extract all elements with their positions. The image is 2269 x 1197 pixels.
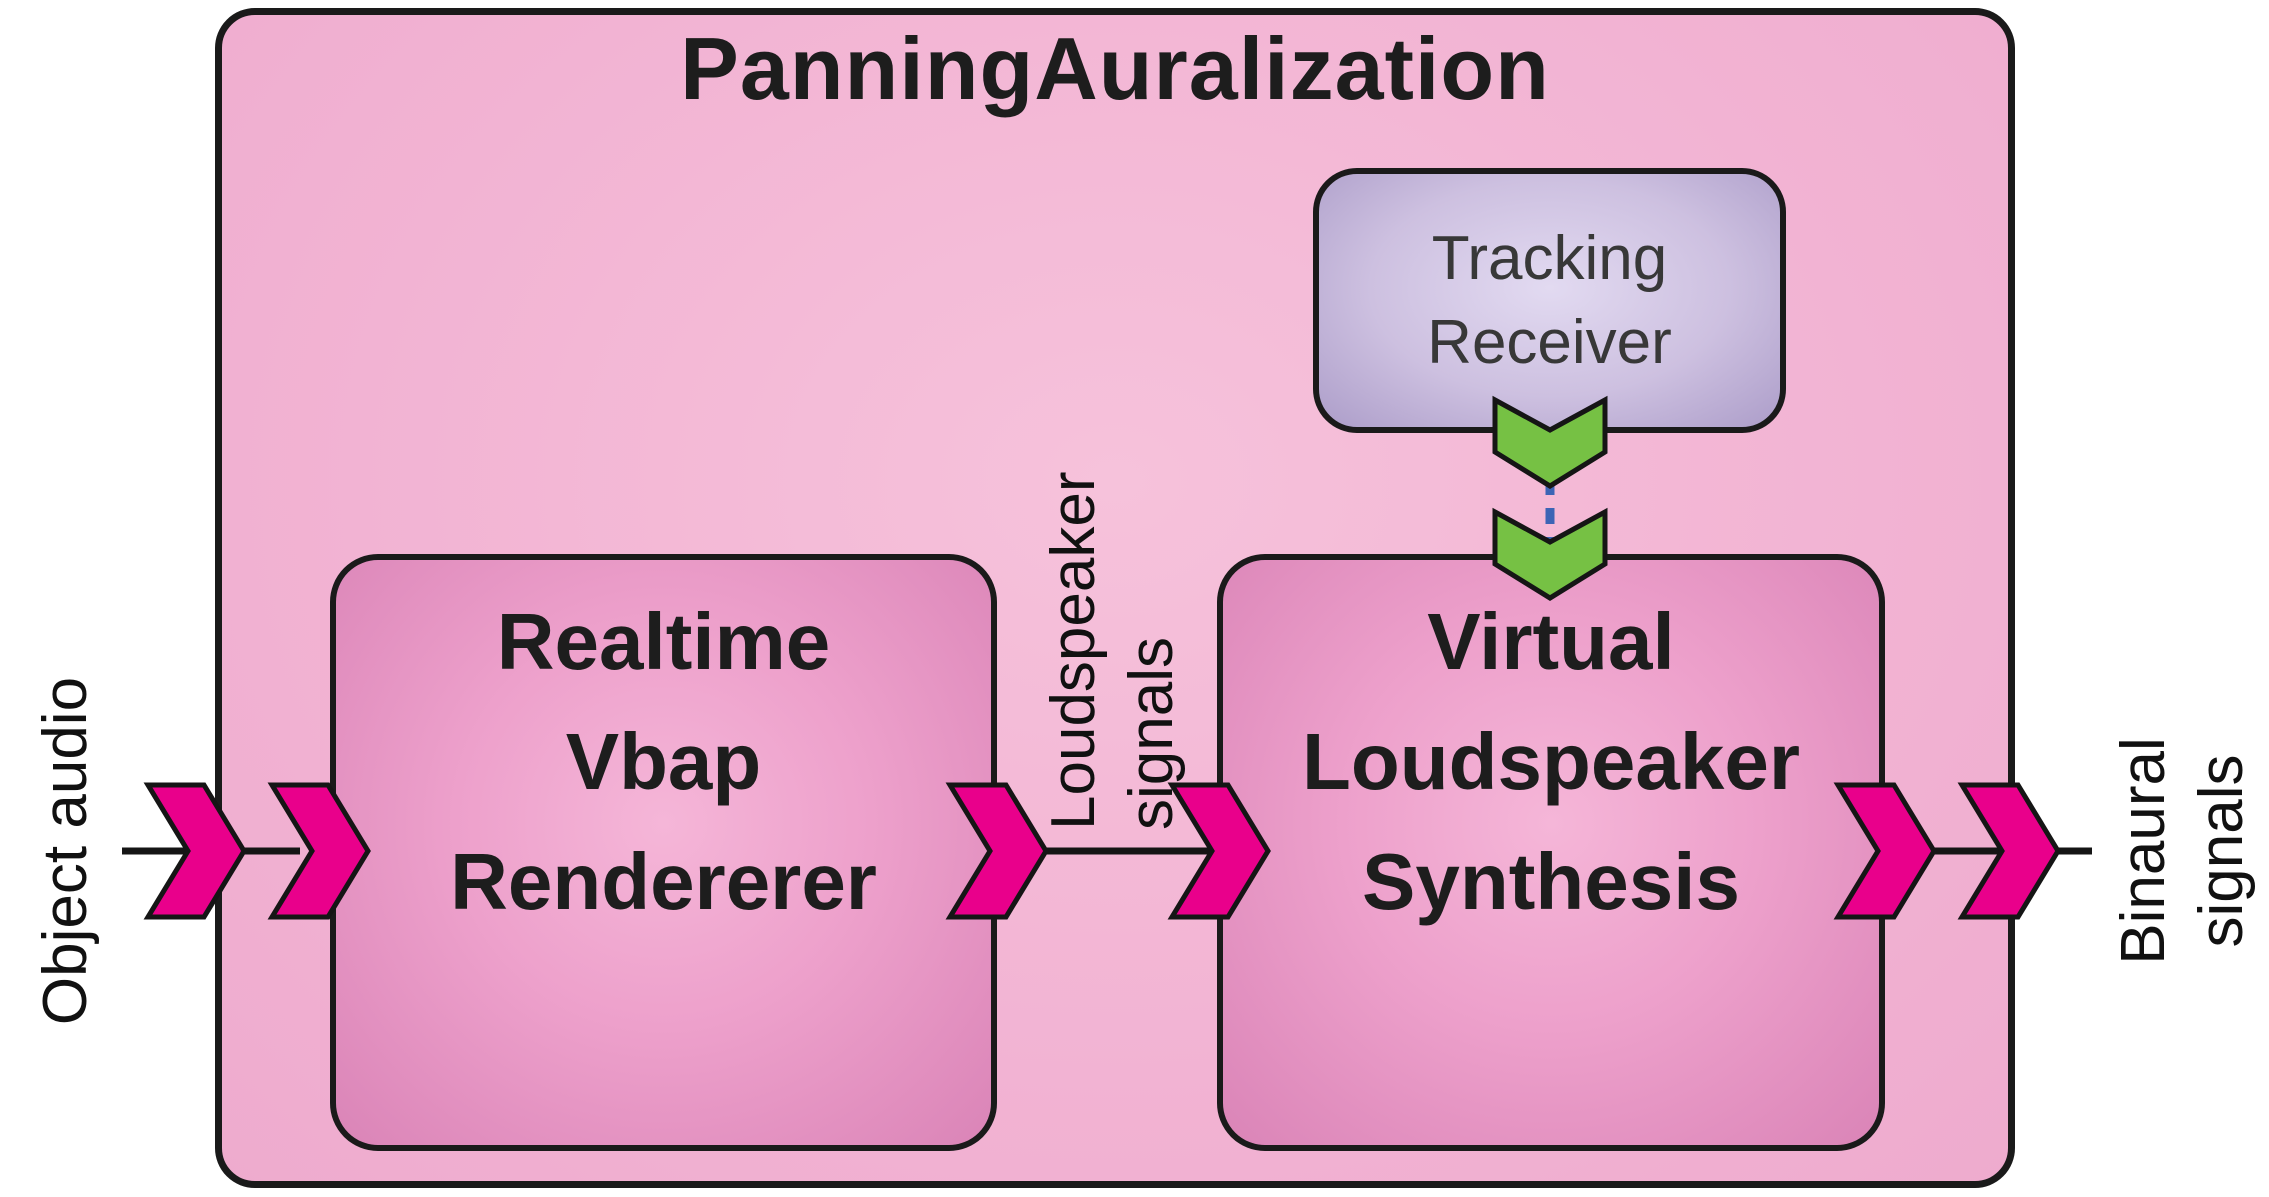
label-line: signals	[1117, 637, 1186, 830]
module-label-line: Virtual	[1427, 597, 1675, 686]
tracking-receiver-box: Tracking Receiver	[1313, 168, 1786, 433]
module-label-line: Synthesis	[1362, 837, 1740, 926]
binaural-signals-label: Binaural signals	[2105, 641, 2265, 1061]
label-line: Loudspeaker	[1039, 471, 1108, 831]
diagram-title: PanningAuralization	[680, 19, 1550, 118]
object-audio-label: Object audio	[31, 676, 100, 1026]
label-line: signals	[2187, 754, 2256, 948]
module-label-line: Rendererer	[450, 837, 877, 926]
module-label-line: Loudspeaker	[1302, 717, 1800, 806]
module-label-line: Realtime	[496, 597, 831, 686]
tracking-label-line: Tracking	[1431, 223, 1668, 293]
label-line: Binaural	[2109, 737, 2178, 965]
realtime-vbap-renderer-box: Realtime Vbap Rendererer	[330, 554, 997, 1151]
virtual-loudspeaker-synthesis-box: Virtual Loudspeaker Synthesis	[1217, 554, 1885, 1151]
tracking-label-line: Receiver	[1427, 307, 1672, 377]
module-label-line: Vbap	[565, 717, 762, 806]
loudspeaker-signals-label: Loudspeaker signals	[1035, 410, 1195, 831]
